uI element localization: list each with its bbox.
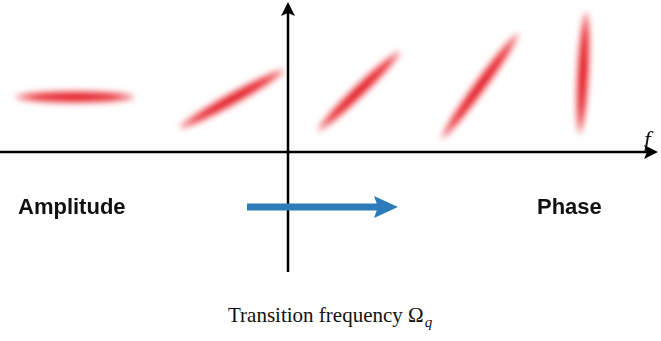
subscript: q <box>425 314 433 331</box>
state-ellipse <box>314 47 404 135</box>
axis-label: f <box>644 126 651 153</box>
axes <box>0 2 658 272</box>
direction-arrow <box>247 196 398 218</box>
state-ellipse <box>15 91 135 103</box>
vertical-axis <box>287 12 290 272</box>
arrow-head <box>374 196 398 218</box>
horizontal-axis <box>0 151 648 154</box>
caption: Transition frequency Ω <box>228 303 424 328</box>
arrow-shaft <box>247 204 378 211</box>
axis-arrowhead <box>281 2 295 16</box>
regime-label: Phase <box>537 194 602 220</box>
state-ellipse <box>437 30 523 142</box>
caption-group: Transition frequency Ωq <box>228 303 432 328</box>
regime-label: Amplitude <box>18 194 126 220</box>
state-ellipses <box>15 12 592 142</box>
state-ellipse <box>574 12 592 134</box>
state-ellipse <box>177 65 288 134</box>
